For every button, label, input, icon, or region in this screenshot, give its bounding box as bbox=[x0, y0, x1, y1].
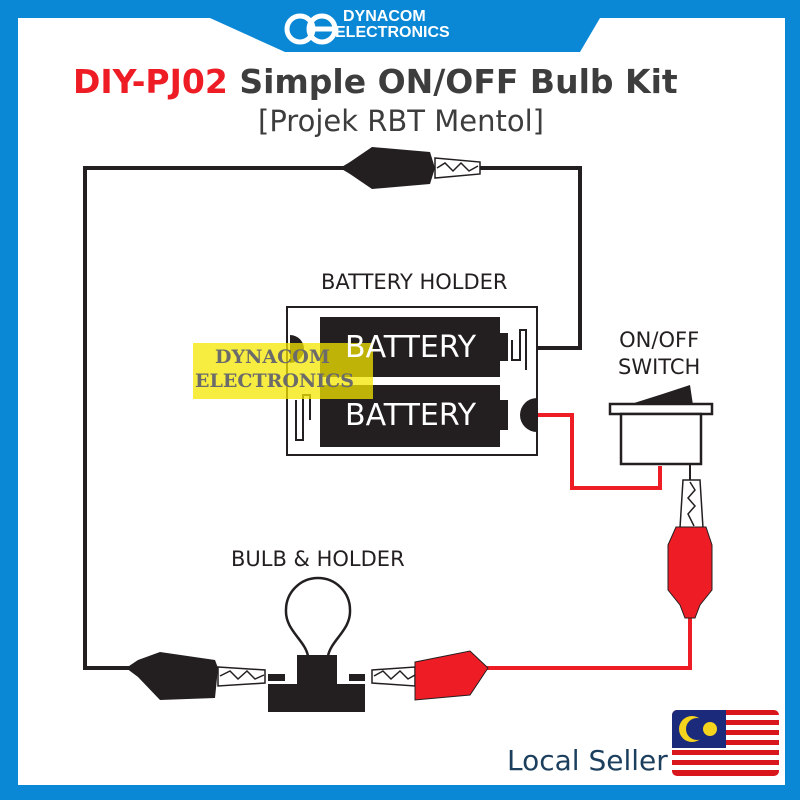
product-name: Simple ON/OFF Bulb Kit bbox=[239, 62, 678, 101]
brand-line2: ELECTRONICS bbox=[335, 24, 450, 41]
bulb-label: BULB & HOLDER bbox=[231, 547, 405, 571]
page-title: DIY-PJ02 Simple ON/OFF Bulb Kit bbox=[73, 62, 678, 101]
brand-line1: DYNACOM bbox=[343, 8, 426, 25]
switch-label-line1: ON/OFF bbox=[619, 328, 700, 352]
battery-holder-label: BATTERY HOLDER bbox=[321, 270, 508, 294]
product-code: DIY-PJ02 bbox=[73, 62, 228, 101]
watermark-line2: ELECTRONICS bbox=[195, 370, 355, 392]
alligator-clip-black-top bbox=[340, 147, 481, 189]
brand-logo-icon bbox=[284, 13, 338, 45]
watermark-text: DYNACOM ELECTRONICS bbox=[195, 345, 354, 393]
on-off-switch bbox=[608, 385, 714, 482]
page-subtitle: [Projek RBT Mentol] bbox=[258, 104, 544, 138]
switch-label-line2: SWITCH bbox=[618, 355, 701, 379]
brand-banner bbox=[200, 0, 600, 52]
battery-1-label: BATTERY bbox=[345, 330, 477, 365]
brand-name: DYNACOM ELECTRONICS bbox=[335, 8, 450, 41]
bulb-and-holder bbox=[268, 576, 365, 712]
switch-label: ON/OFF SWITCH bbox=[618, 327, 700, 381]
watermark-box bbox=[193, 343, 373, 399]
alligator-clip-red-switch bbox=[667, 479, 713, 619]
local-seller-label: Local Seller bbox=[507, 744, 668, 777]
black-wire bbox=[83, 166, 582, 670]
battery-2-label: BATTERY bbox=[345, 398, 477, 433]
watermark-line1: DYNACOM bbox=[215, 346, 330, 368]
red-wire bbox=[455, 413, 692, 670]
alligator-clip-black-bulb bbox=[126, 652, 266, 700]
malaysia-flag-icon bbox=[672, 710, 779, 776]
alligator-clip-red-bulb bbox=[371, 650, 489, 701]
